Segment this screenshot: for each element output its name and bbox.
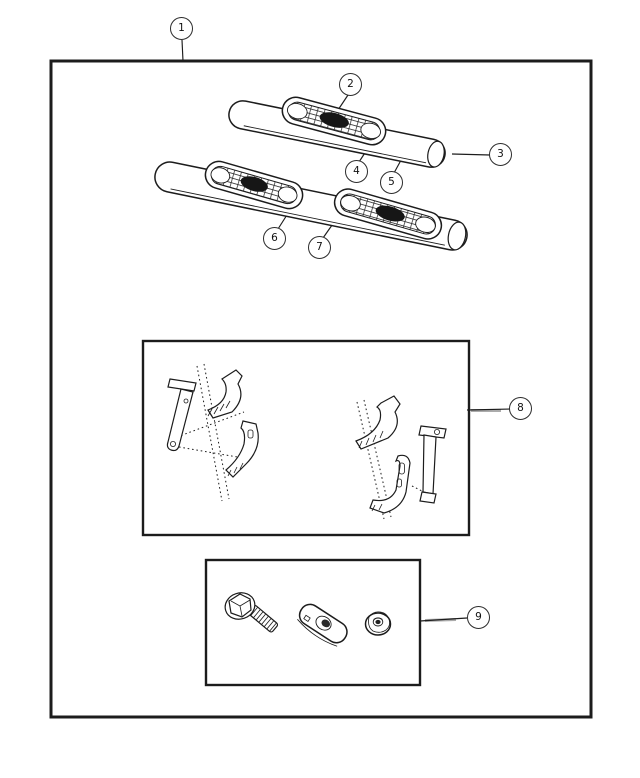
bracket-strap-left-tab [167,378,197,392]
callout-8-number: 8 [517,402,524,415]
kit-outline-box [49,59,593,719]
side-step-long [154,160,468,251]
step-pad-long-b [333,188,443,240]
mounting-brackets-left [166,363,259,502]
bracket-j-right-lower [369,454,411,514]
callout-4: 4 [345,160,368,183]
callout-7: 7 [308,236,331,259]
callout-3-number: 3 [497,148,504,161]
leader-line-1 [181,39,184,62]
bracket-curved-left-lower [225,420,259,478]
step-pad-long-a-grip [240,176,268,192]
callout-2-number: 2 [347,78,354,91]
nut-plate [297,603,348,647]
step-pad-short-grip [319,112,349,128]
bracket-curved-right-upper [355,395,401,450]
callout-9-number: 9 [475,611,482,624]
side-step-short-end-cap [427,140,445,168]
bracket-strap-right [422,434,437,495]
callout-5: 5 [380,171,403,194]
callout-5-number: 5 [388,176,395,189]
side-step-short [228,96,446,168]
callout-2: 2 [339,73,362,96]
bracket-kit-box [141,339,471,537]
callout-4-number: 4 [353,165,360,178]
step-pad-long-b-grip [375,205,405,222]
callout-7-number: 7 [316,241,323,254]
leader-line-9 [419,617,468,622]
leader-line-3 [451,153,491,156]
hex-flange-bolt [224,592,279,633]
step-pad-short [281,96,387,146]
bracket-curved-left-upper [207,369,243,419]
side-step-long-end-cap [447,221,467,251]
bracket-strap-left [166,388,194,452]
step-pad-long-a [204,160,304,210]
leader-line-8 [466,408,511,411]
callout-6: 6 [263,227,286,250]
callout-1: 1 [170,17,193,40]
callout-8: 8 [509,397,532,420]
callout-1-number: 1 [178,22,185,35]
callout-3: 3 [489,143,512,166]
mounting-brackets-right [355,395,447,520]
hardware-kit-box [204,558,422,687]
flange-nut [364,611,392,636]
callout-9: 9 [467,606,490,629]
callout-6-number: 6 [271,232,278,245]
